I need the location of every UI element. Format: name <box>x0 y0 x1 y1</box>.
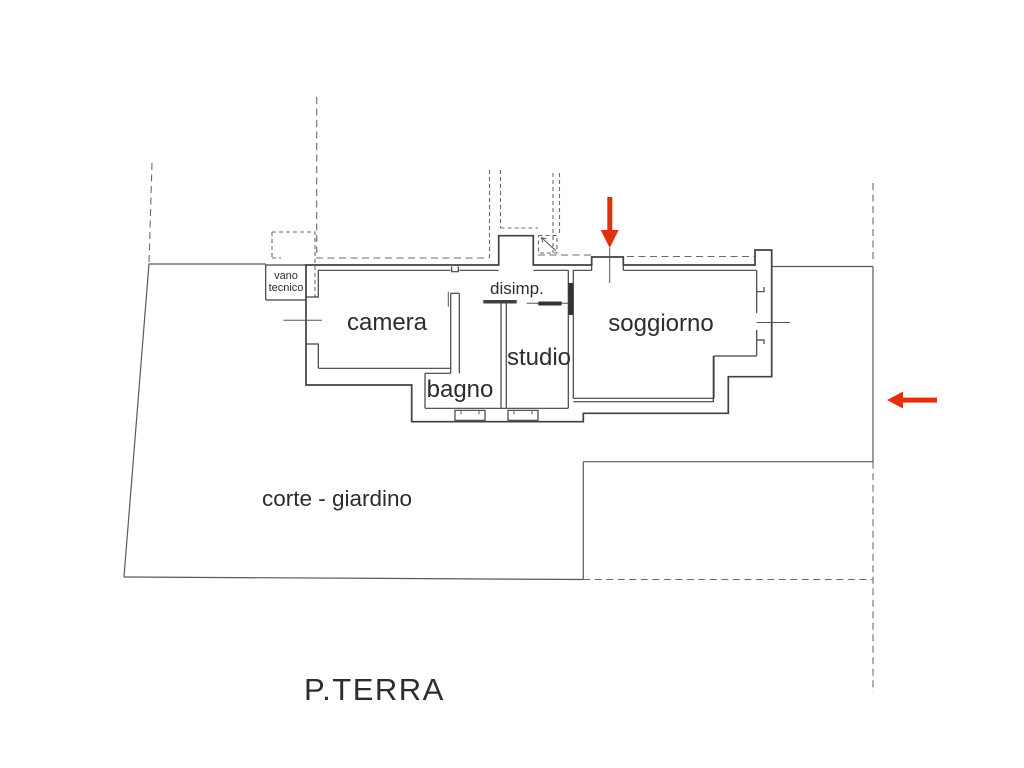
property-boundary-solid <box>123 263 874 581</box>
arrow-down-icon <box>600 197 619 248</box>
room-label-camera: camera <box>347 309 428 336</box>
room-label-bagno: bagno <box>427 376 494 403</box>
room-label-studio: studio <box>507 344 571 371</box>
room-label-disimp: disimp. <box>490 279 544 298</box>
floor-title: P.TERRA <box>304 672 445 707</box>
room-label-soggiorno: soggiorno <box>608 310 713 337</box>
area-label-corte-giardino: corte - giardino <box>262 486 412 511</box>
door-symbols <box>526 248 611 315</box>
window-symbols <box>283 319 790 421</box>
arrow-left-icon <box>887 391 937 409</box>
room-label-vano-tecnico-line2: tecnico <box>269 282 304 294</box>
interior-walls <box>306 265 765 409</box>
room-label-vano-tecnico-line1: vano <box>274 270 298 282</box>
hatch-diagonal-arrow-icon <box>540 236 557 252</box>
building-exterior-walls <box>265 234 773 423</box>
property-boundary-dashed <box>148 97 874 692</box>
